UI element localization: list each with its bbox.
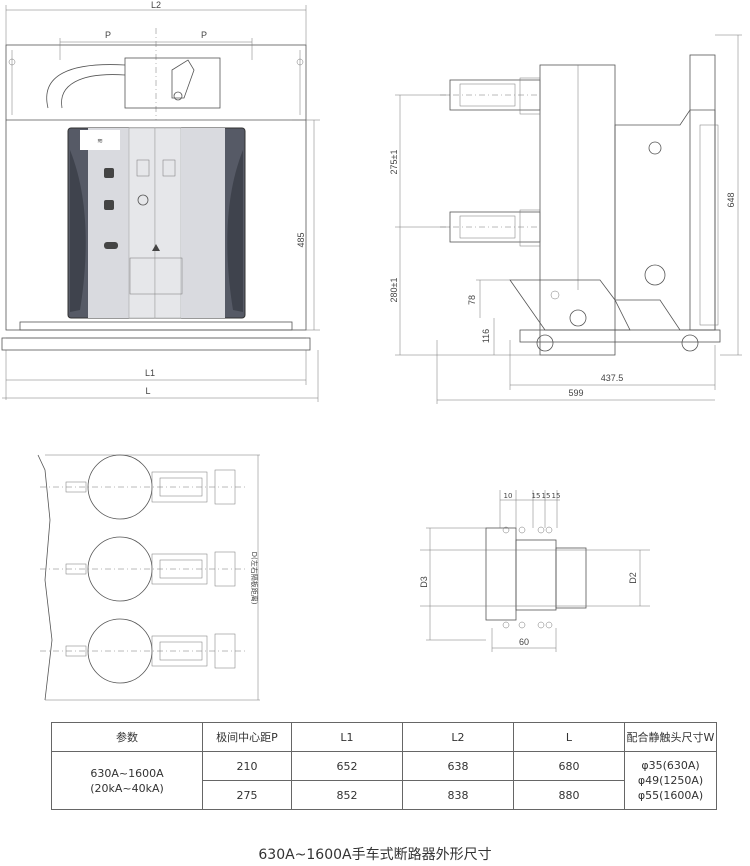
brand-logo: ≋ xyxy=(97,137,103,145)
dim-648: 648 xyxy=(726,192,736,207)
dim-15c: 15 xyxy=(552,492,561,500)
cell-p: 210 xyxy=(202,751,292,781)
w-value-3: φ55(1600A) xyxy=(637,789,704,802)
dim-275: 275±1 xyxy=(389,150,399,175)
dim-d3: D3 xyxy=(419,576,429,588)
cell-l: 680 xyxy=(513,751,625,781)
dim-l1: L1 xyxy=(145,368,155,378)
table-row: 275 852 838 880 xyxy=(52,780,717,810)
dim-280: 280±1 xyxy=(389,278,399,303)
header-l2: L2 xyxy=(402,722,514,752)
cell-l1: 652 xyxy=(291,751,403,781)
dim-437-5: 437.5 xyxy=(601,373,624,383)
figure-caption: 630A~1600A手车式断路器外形尺寸 xyxy=(258,847,492,863)
cell-p: 275 xyxy=(202,780,292,810)
dim-485: 485 xyxy=(296,232,306,247)
dim-l2: L2 xyxy=(151,0,161,10)
front-view: L2 P P ≋ xyxy=(1,0,320,402)
param-line-2: (20kA~40kA) xyxy=(90,781,164,795)
w-value-2: φ49(1250A) xyxy=(637,774,704,787)
side-view: 275±1 280±1 78 116 648 437.5 599 xyxy=(389,34,742,404)
table-header-row: 参数 极间中心距P L1 L2 L 配合静触头尺寸W xyxy=(51,722,717,752)
cell-l1: 852 xyxy=(291,780,403,810)
dim-60: 60 xyxy=(519,637,529,647)
dim-15b: 15 xyxy=(542,492,551,500)
cell-l: 880 xyxy=(513,780,625,810)
header-l: L xyxy=(513,722,625,752)
header-contact-size: 配合静触头尺寸W xyxy=(624,722,717,752)
dim-p-right: P xyxy=(201,30,207,40)
spec-table: 参数 极间中心距P L1 L2 L 配合静触头尺寸W 630A~1600A (2… xyxy=(51,722,717,810)
param-line-1: 630A~1600A xyxy=(90,766,164,780)
plan-view: D(左右隔板距离) xyxy=(37,454,260,701)
contact-detail: D3 D2 10 15 15 15 60 xyxy=(419,490,650,652)
table-row: 630A~1600A (20kA~40kA) 210 652 638 680 φ… xyxy=(51,751,717,810)
w-value-1: φ35(630A) xyxy=(641,759,700,772)
dim-p-left: P xyxy=(105,30,111,40)
dim-78: 78 xyxy=(467,295,477,305)
dim-l: L xyxy=(145,386,150,396)
cell-l2: 838 xyxy=(402,780,514,810)
dim-d2: D2 xyxy=(628,572,638,584)
dim-599: 599 xyxy=(568,388,583,398)
contact-size-cell: φ35(630A) φ49(1250A) φ55(1600A) xyxy=(624,751,717,810)
cell-l2: 638 xyxy=(402,751,514,781)
dim-10: 10 xyxy=(504,492,513,500)
header-pole-distance: 极间中心距P xyxy=(202,722,292,752)
dim-15a: 15 xyxy=(532,492,541,500)
param-cell: 630A~1600A (20kA~40kA) xyxy=(51,751,203,810)
dim-116: 116 xyxy=(481,329,491,343)
dim-d: D(左右隔板距离) xyxy=(250,552,259,605)
header-l1: L1 xyxy=(291,722,403,752)
header-param: 参数 xyxy=(51,722,203,752)
